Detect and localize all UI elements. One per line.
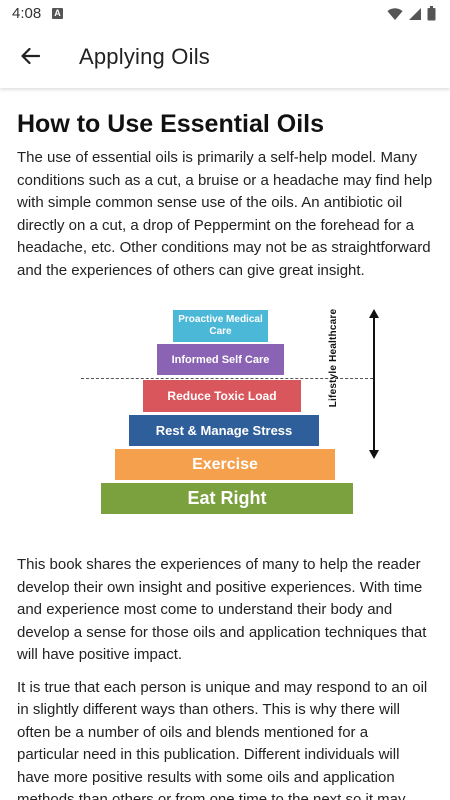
pyramid-side-annotation: Lifestyle Healthcare [323,308,403,459]
pyramid-tier-rest-manage-stress: Rest & Manage Stress [129,415,319,446]
pyramid-tier-informed-self-care: Informed Self Care [157,344,284,375]
arrow-back-icon [20,47,41,70]
page-title: Applying Oils [79,44,210,69]
status-time: 4:08 [12,5,42,22]
article-paragraph: It is true that each person is unique an… [17,678,428,800]
side-label-healthcare: Healthcare [328,308,339,362]
side-label-lifestyle: Lifestyle [328,364,339,408]
cellular-signal-icon [408,7,422,26]
article-paragraph: This book shares the experiences of many… [17,556,427,663]
notification-icon: A [52,8,63,19]
battery-icon [427,6,436,26]
article-content[interactable]: How to Use Essential Oils The use of ess… [0,90,450,800]
back-button[interactable] [12,40,48,76]
double-arrow-icon [367,308,381,465]
app-bar: Applying Oils [0,28,450,88]
article-paragraph: The use of essential oils is primarily a… [17,149,433,279]
pyramid-tier-eat-right: Eat Right [101,483,353,514]
article-heading: How to Use Essential Oils [17,110,325,138]
status-bar: 4:08 A [0,0,450,28]
status-icons [387,6,436,26]
wellness-pyramid-image: Proactive Medical Care Informed Self Car… [17,302,433,532]
side-label-text: Lifestyle Healthcare [328,283,344,433]
pyramid-tier-proactive-medical-care: Proactive Medical Care [173,310,268,342]
pyramid-tier-reduce-toxic-load: Reduce Toxic Load [143,380,301,412]
wifi-icon [387,7,403,26]
pyramid-tier-exercise: Exercise [115,449,335,480]
pyramid-divider-line [81,378,373,379]
